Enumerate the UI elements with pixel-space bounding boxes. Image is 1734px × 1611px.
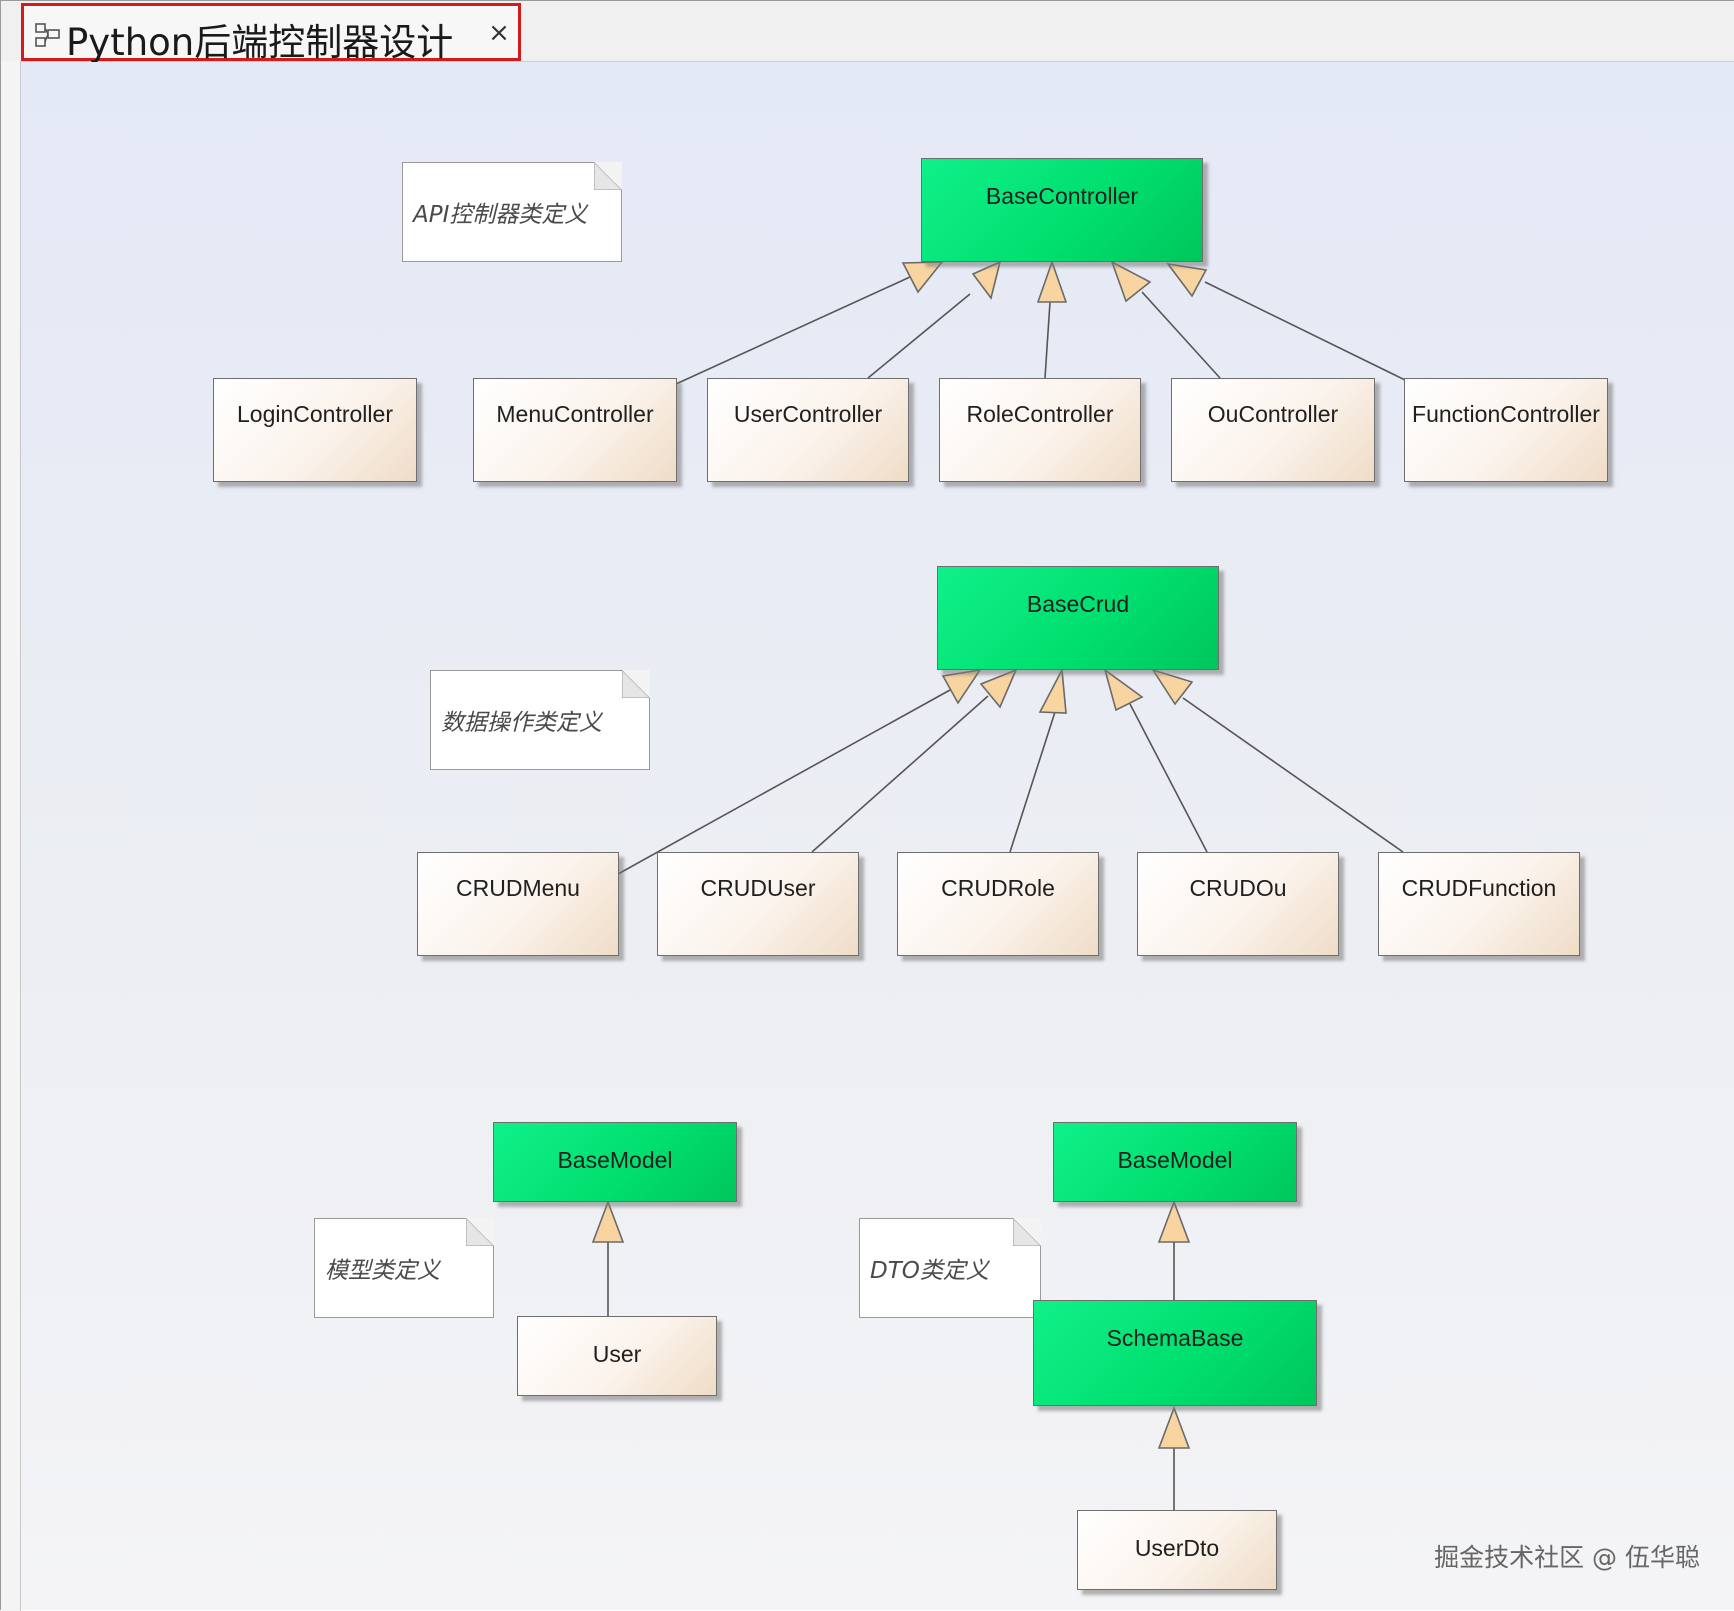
class-crud-menu[interactable]: CRUDMenu (417, 852, 619, 956)
close-icon[interactable]: × (488, 18, 510, 48)
class-user-controller[interactable]: UserController (707, 378, 909, 482)
tab-title: Python后端控制器设计 (66, 21, 454, 64)
class-crud-function[interactable]: CRUDFunction (1378, 852, 1580, 956)
class-crud-user[interactable]: CRUDUser (657, 852, 859, 956)
note-text: 模型类定义 (325, 1258, 440, 1284)
note-text: 数据操作类定义 (441, 710, 602, 736)
note-fold-icon (466, 1218, 494, 1246)
class-crud-role[interactable]: CRUDRole (897, 852, 1099, 956)
class-base-controller[interactable]: BaseController (921, 158, 1203, 262)
note-api-controllers[interactable]: API控制器类定义 (402, 162, 622, 262)
note-text: DTO类定义 (870, 1258, 989, 1284)
class-crud-ou[interactable]: CRUDOu (1137, 852, 1339, 956)
class-base-crud[interactable]: BaseCrud (937, 566, 1219, 670)
note-dto-classes[interactable]: DTO类定义 (859, 1218, 1041, 1318)
class-login-controller[interactable]: LoginController (213, 378, 417, 482)
tab-python-controller-design[interactable]: Python后端控制器设计 × (21, 3, 521, 64)
diagram-icon (35, 23, 60, 47)
class-ou-controller[interactable]: OuController (1171, 378, 1375, 482)
class-user-dto[interactable]: UserDto (1077, 1510, 1277, 1590)
class-base-model[interactable]: BaseModel (493, 1122, 737, 1202)
watermark: 掘金技术社区 @ 伍华聪 (1434, 1543, 1700, 1572)
note-model-classes[interactable]: 模型类定义 (314, 1218, 494, 1318)
class-user[interactable]: User (517, 1316, 717, 1396)
class-schema-base[interactable]: SchemaBase (1033, 1300, 1317, 1406)
tab-strip: Python后端控制器设计 × (1, 1, 1734, 64)
class-role-controller[interactable]: RoleController (939, 378, 1141, 482)
note-fold-icon (594, 162, 622, 190)
class-menu-controller[interactable]: MenuController (473, 378, 677, 482)
note-fold-icon (1013, 1218, 1041, 1246)
class-function-controller[interactable]: FunctionController (1404, 378, 1608, 482)
class-base-model-dto[interactable]: BaseModel (1053, 1122, 1297, 1202)
note-crud-classes[interactable]: 数据操作类定义 (430, 670, 650, 770)
diagram-canvas[interactable] (21, 62, 1734, 1610)
note-text: API控制器类定义 (413, 202, 588, 228)
note-fold-icon (622, 670, 650, 698)
left-gutter (1, 61, 21, 1611)
